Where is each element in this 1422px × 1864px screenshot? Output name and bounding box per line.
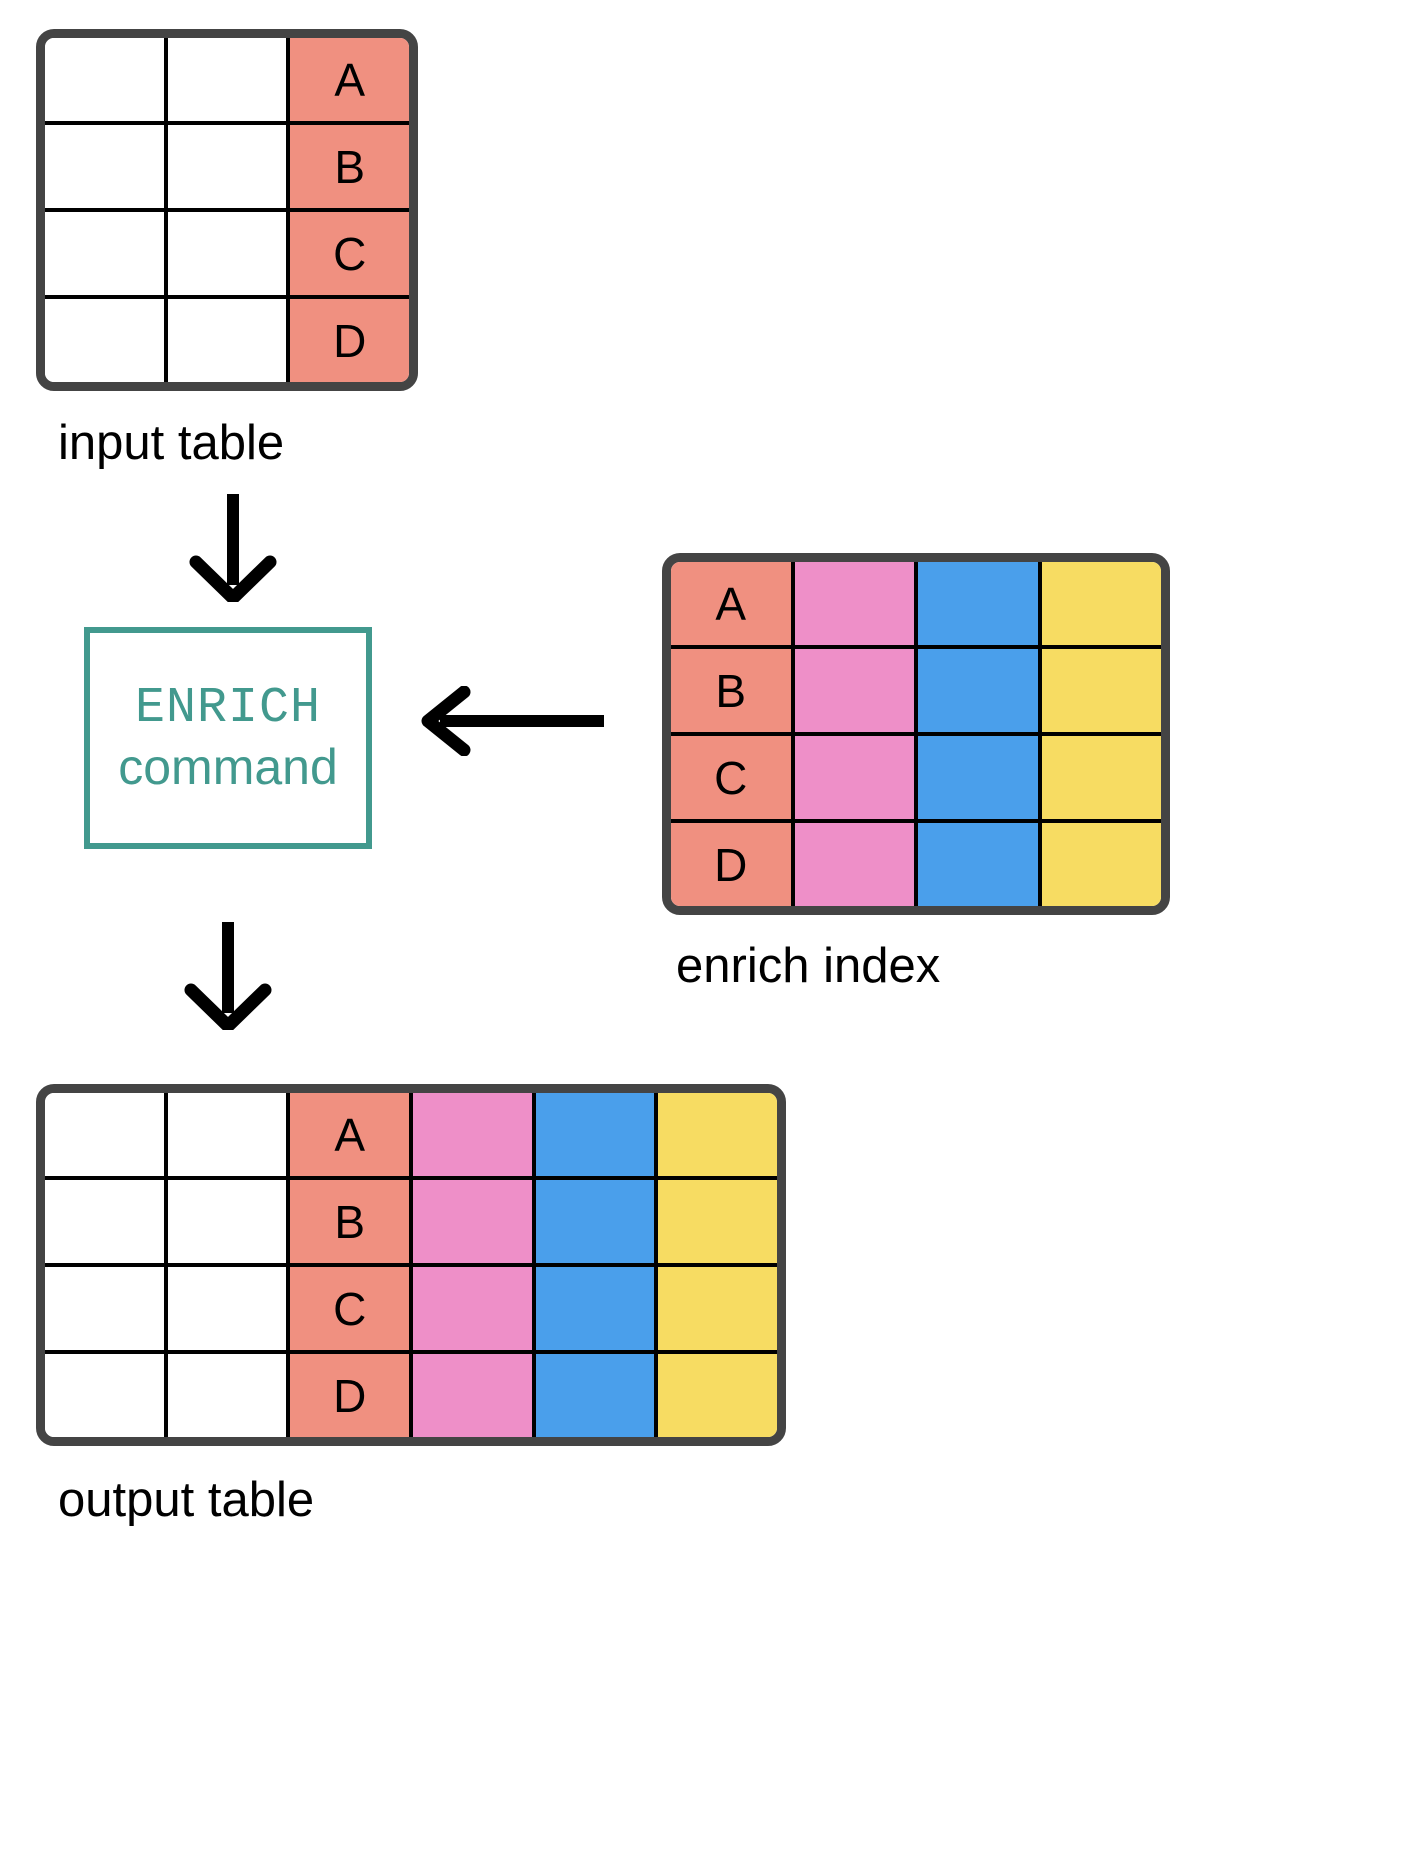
input-table-row: B xyxy=(45,125,409,212)
input-table-row: C xyxy=(45,212,409,299)
output-table-cell xyxy=(658,1267,777,1350)
output-table-cell xyxy=(535,1093,659,1176)
output-table-cell xyxy=(658,1354,777,1437)
enrich-index-cell xyxy=(794,649,918,732)
output-table-cell xyxy=(413,1267,536,1350)
input-table-cell xyxy=(45,212,168,295)
enrich-index-cell xyxy=(918,736,1042,819)
output-table-cell: A xyxy=(290,1093,414,1176)
output-table-row: B xyxy=(45,1180,777,1267)
enrich-index-caption: enrich index xyxy=(676,939,941,993)
enrich-keyword-label: ENRICH xyxy=(134,680,322,737)
enrich-index-cell xyxy=(918,823,1042,906)
output-table-row: D xyxy=(45,1354,777,1437)
enrich-index-cell xyxy=(794,562,918,645)
input-table-cell: D xyxy=(290,299,409,382)
enrich-command-word-label: command xyxy=(118,739,338,795)
input-table-row: D xyxy=(45,299,409,382)
enrich-index-cell xyxy=(1041,562,1161,645)
output-table-cell xyxy=(45,1093,168,1176)
output-table-row: C xyxy=(45,1267,777,1354)
enrich-index-cell xyxy=(1041,736,1161,819)
output-table-cell xyxy=(167,1354,291,1437)
output-table-cell xyxy=(413,1354,536,1437)
input-table-cell xyxy=(45,299,168,382)
enrich-index-cell xyxy=(918,649,1042,732)
enrich-index-row: A xyxy=(671,562,1161,649)
enrich-index-cell: A xyxy=(671,562,795,645)
output-table-cell xyxy=(167,1093,291,1176)
enrich-index-cell xyxy=(1041,649,1161,732)
enrich-index-row: D xyxy=(671,823,1161,906)
input-table-cell xyxy=(167,38,291,121)
output-table-cell xyxy=(45,1267,168,1350)
arrow-index-to-command-icon xyxy=(421,686,604,756)
output-table-cell xyxy=(413,1093,536,1176)
output-table-cell xyxy=(535,1354,659,1437)
input-table-cell: B xyxy=(290,125,409,208)
arrow-command-to-output-icon xyxy=(184,922,272,1030)
enrich-index-cell: B xyxy=(671,649,795,732)
enrich-index-cell xyxy=(794,823,918,906)
input-table-caption: input table xyxy=(58,416,285,470)
output-table-cell xyxy=(45,1180,168,1263)
output-table-caption: output table xyxy=(58,1473,315,1527)
output-table-cell: C xyxy=(290,1267,414,1350)
enrich-index-cell xyxy=(794,736,918,819)
input-table-cell xyxy=(167,125,291,208)
enrich-index-cell xyxy=(918,562,1042,645)
output-table-cell xyxy=(535,1180,659,1263)
enrich-index-row: C xyxy=(671,736,1161,823)
input-table-cell xyxy=(167,299,291,382)
input-table-cell: A xyxy=(290,38,409,121)
enrich-index-cell: C xyxy=(671,736,795,819)
output-table-cell xyxy=(535,1267,659,1350)
input-table-cell xyxy=(45,38,168,121)
output-table-cell xyxy=(167,1180,291,1263)
output-table-row: A xyxy=(45,1093,777,1180)
input-table-cell xyxy=(45,125,168,208)
input-table-row: A xyxy=(45,38,409,125)
input-table-cell: C xyxy=(290,212,409,295)
output-table-cell xyxy=(45,1354,168,1437)
output-table-cell xyxy=(658,1180,777,1263)
enrich-command-box[interactable]: ENRICH command xyxy=(84,627,372,849)
output-table-cell xyxy=(413,1180,536,1263)
output-table-cell xyxy=(658,1093,777,1176)
enrich-index-row: B xyxy=(671,649,1161,736)
enrich-index-cell: D xyxy=(671,823,795,906)
arrow-input-to-command-icon xyxy=(189,494,277,602)
output-table-cell xyxy=(167,1267,291,1350)
input-table-cell xyxy=(167,212,291,295)
output-table-cell: D xyxy=(290,1354,414,1437)
enrich-index-cell xyxy=(1041,823,1161,906)
output-table-cell: B xyxy=(290,1180,414,1263)
